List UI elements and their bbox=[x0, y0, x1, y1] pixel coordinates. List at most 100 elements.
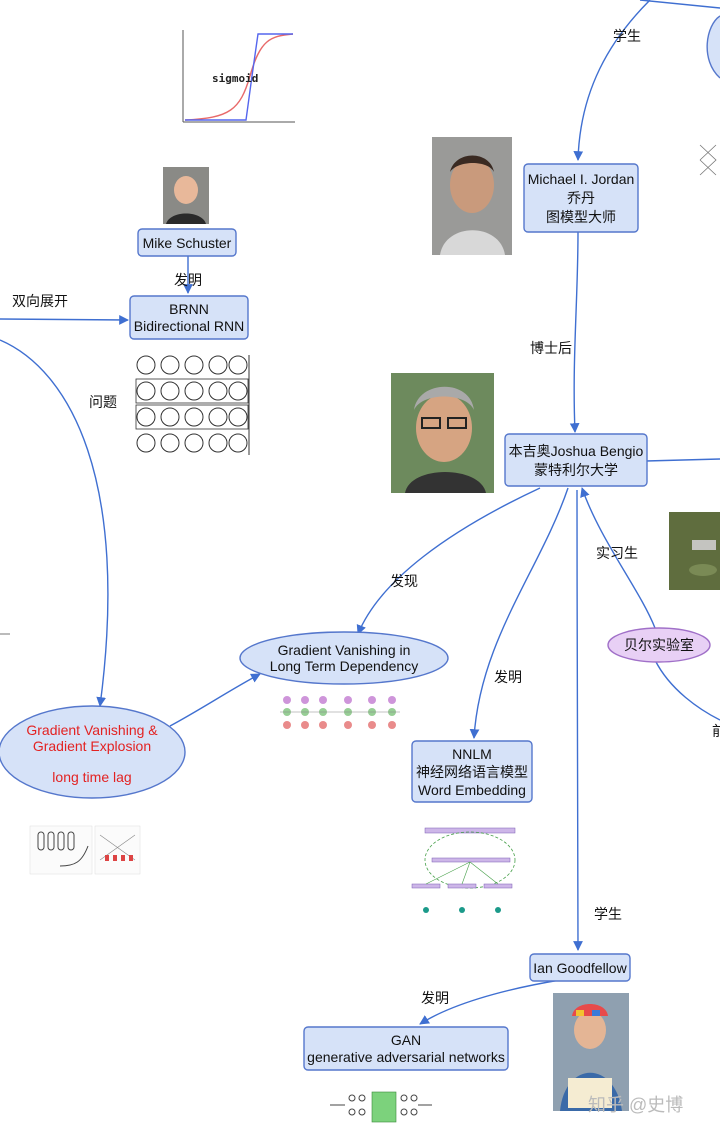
svg-text:generative adversarial network: generative adversarial networks bbox=[307, 1049, 505, 1065]
photo-ian-goodfellow bbox=[553, 993, 629, 1111]
edge-bengio-to-gvlt bbox=[356, 487, 541, 635]
node-joshua-bengio[interactable]: 本吉奥Joshua Bengio 蒙特利尔大学 bbox=[504, 433, 648, 487]
brnn-unit-circle bbox=[228, 355, 248, 375]
brnn-unit-circle bbox=[160, 355, 180, 375]
brnn-unit-circle bbox=[208, 355, 228, 375]
top-right-network-icon bbox=[699, 144, 717, 176]
node-michael-jordan[interactable]: Michael I. Jordan 乔丹 图模型大师 bbox=[523, 163, 639, 233]
chain-unit bbox=[368, 721, 376, 729]
chain-unit bbox=[344, 696, 352, 704]
edge-gve-to-gvlt bbox=[169, 673, 261, 727]
svg-text:Mike Schuster: Mike Schuster bbox=[143, 235, 232, 251]
brnn-unit-circle bbox=[184, 433, 204, 453]
svg-text:神经网络语言模型: 神经网络语言模型 bbox=[416, 764, 528, 780]
edge-belllabs-to-right bbox=[654, 659, 720, 721]
chain-unit bbox=[283, 696, 291, 704]
brnn-unit-circle bbox=[208, 381, 228, 401]
chain-unit bbox=[319, 696, 327, 704]
svg-text:Long Term Dependency: Long Term Dependency bbox=[270, 658, 418, 674]
svg-text:Ian Goodfellow: Ian Goodfellow bbox=[533, 960, 627, 976]
svg-text:long time lag: long time lag bbox=[52, 769, 131, 785]
node-gan[interactable]: GAN generative adversarial networks bbox=[303, 1026, 509, 1071]
chain-unit bbox=[388, 721, 396, 729]
chain-unit bbox=[301, 696, 309, 704]
svg-text:GAN: GAN bbox=[391, 1032, 421, 1048]
brnn-unit-circle bbox=[136, 433, 156, 453]
photo-michael-jordan bbox=[432, 137, 512, 255]
svg-text:图模型大师: 图模型大师 bbox=[546, 209, 616, 225]
chain-unit bbox=[344, 721, 352, 729]
label-postdoc: 博士后 bbox=[530, 340, 572, 356]
svg-text:Gradient Vanishing in: Gradient Vanishing in bbox=[278, 642, 411, 658]
brnn-unit-circle bbox=[208, 433, 228, 453]
svg-text:贝尔实验室: 贝尔实验室 bbox=[624, 637, 694, 653]
svg-text:NNLM: NNLM bbox=[452, 746, 492, 762]
chain-unit bbox=[283, 721, 291, 729]
edge-bengio-to-nnlm bbox=[469, 487, 569, 739]
satellite-photo-bell-labs bbox=[669, 512, 720, 590]
chain-unit bbox=[388, 696, 396, 704]
photo-joshua-bengio bbox=[391, 373, 494, 493]
brnn-unit-circle bbox=[228, 407, 248, 427]
node-ian-goodfellow[interactable]: Ian Goodfellow bbox=[529, 953, 631, 982]
edge-problem-to-gve bbox=[0, 339, 109, 707]
edge-bengio-to-goodfellow bbox=[573, 489, 583, 951]
svg-text:Michael I. Jordan: Michael I. Jordan bbox=[528, 171, 635, 187]
label-bidirectional-expand: 双向展开 bbox=[12, 293, 68, 309]
chain-unit bbox=[368, 696, 376, 704]
node-mike-schuster[interactable]: Mike Schuster bbox=[137, 228, 237, 257]
gan-architecture-thumbnail bbox=[330, 1091, 432, 1123]
node-nnlm[interactable]: NNLM 神经网络语言模型 Word Embedding bbox=[411, 740, 533, 803]
chain-unit bbox=[301, 721, 309, 729]
brnn-layer-box bbox=[135, 404, 249, 430]
label-cut-off-right: 前 bbox=[712, 723, 720, 739]
brnn-unit-circle bbox=[228, 433, 248, 453]
label-discovered: 发现 bbox=[390, 573, 418, 589]
long-term-chain-thumbnail bbox=[280, 696, 400, 729]
brnn-unit-circle bbox=[160, 381, 180, 401]
brnn-unit-circle bbox=[160, 433, 180, 453]
edge-top-to-offscreen bbox=[639, 0, 720, 9]
node-gradient-vanishing-explosion[interactable]: Gradient Vanishing & Gradient Explosion … bbox=[0, 705, 186, 799]
edge-belllabs-to-bengio bbox=[580, 487, 656, 629]
top-right-cutoff-node bbox=[706, 15, 720, 79]
svg-text:乔丹: 乔丹 bbox=[567, 190, 595, 206]
brnn-unit-circle bbox=[136, 381, 156, 401]
edge-left-to-brnn bbox=[0, 315, 129, 325]
brnn-unit-circle bbox=[160, 407, 180, 427]
brnn-unit-circle bbox=[228, 381, 248, 401]
brnn-unit-circle bbox=[208, 407, 228, 427]
label-invented-nnlm: 发明 bbox=[494, 669, 522, 685]
svg-text:BRNN: BRNN bbox=[169, 301, 209, 317]
label-invented-brnn: 发明 bbox=[174, 272, 202, 288]
edge-top-to-jordan bbox=[573, 0, 651, 161]
brnn-unit-circle bbox=[136, 355, 156, 375]
svg-text:本吉奥Joshua Bengio: 本吉奥Joshua Bengio bbox=[509, 443, 644, 459]
nnlm-architecture-thumbnail bbox=[411, 827, 516, 913]
label-intern: 实习生 bbox=[596, 545, 638, 561]
svg-text:Gradient Explosion: Gradient Explosion bbox=[33, 738, 151, 754]
svg-text:Gradient Vanishing &: Gradient Vanishing & bbox=[26, 722, 158, 738]
edge-bengio-to-right bbox=[645, 458, 720, 462]
sigmoid-label: sigmoid bbox=[212, 72, 258, 85]
gradient-explosion-thumbnail bbox=[29, 825, 141, 875]
svg-text:Word Embedding: Word Embedding bbox=[418, 782, 526, 798]
edges bbox=[0, 0, 720, 1025]
node-bell-labs[interactable]: 贝尔实验室 bbox=[607, 627, 711, 663]
label-invented-gan: 发明 bbox=[421, 990, 449, 1006]
edge-goodfellow-to-gan bbox=[419, 979, 561, 1025]
brnn-layer-box bbox=[135, 378, 249, 404]
brnn-grid-thumbnail bbox=[135, 355, 250, 455]
svg-text:蒙特利尔大学: 蒙特利尔大学 bbox=[534, 462, 618, 478]
edge-labels: 学生 发明 双向展开 问题 博士后 发现 实习生 发明 学生 发明 前 bbox=[12, 28, 720, 1006]
label-problem: 问题 bbox=[89, 394, 117, 410]
chain-unit bbox=[319, 721, 327, 729]
brnn-unit-circle bbox=[184, 407, 204, 427]
node-gradient-vanishing-long-term[interactable]: Gradient Vanishing in Long Term Dependen… bbox=[239, 631, 449, 685]
node-brnn[interactable]: BRNN Bidirectional RNN bbox=[129, 295, 249, 340]
brnn-unit-circle bbox=[184, 381, 204, 401]
watermark-text: 知乎 @史博 bbox=[588, 1095, 683, 1115]
sigmoid-plot-thumbnail: sigmoid bbox=[182, 30, 295, 123]
brnn-unit-circle bbox=[184, 355, 204, 375]
